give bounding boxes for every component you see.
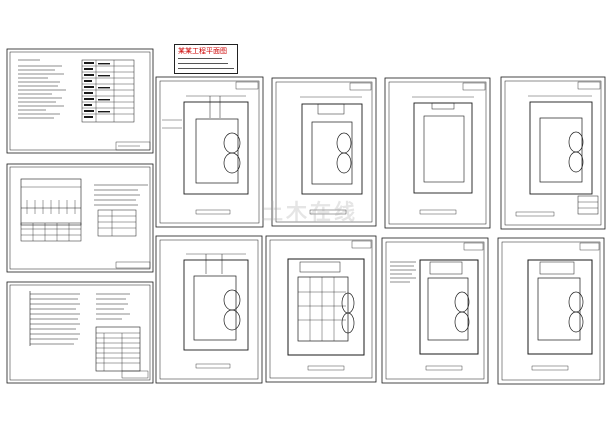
sheet-plan-5 [155, 235, 263, 384]
title-line [178, 68, 234, 69]
sheet-plan-2 [271, 77, 377, 227]
sheet-plan-7 [381, 237, 489, 384]
sheet-design-notes [6, 48, 154, 154]
title-line [178, 58, 222, 59]
watermark: 土木在线 [262, 200, 358, 224]
sheet-system-diagram [6, 163, 154, 273]
sheet-plan-6 [265, 235, 377, 383]
sheet-plan-1 [155, 76, 264, 228]
title-line [178, 63, 228, 64]
sheet-plan-4 [500, 76, 606, 230]
sheet-plan-8 [497, 237, 605, 385]
drawing-title-block: 某某工程平面图 [174, 44, 238, 74]
drawing-title-text: 某某工程平面图 [178, 47, 227, 55]
sheet-material-list [6, 281, 154, 384]
sheet-plan-3 [384, 77, 491, 229]
